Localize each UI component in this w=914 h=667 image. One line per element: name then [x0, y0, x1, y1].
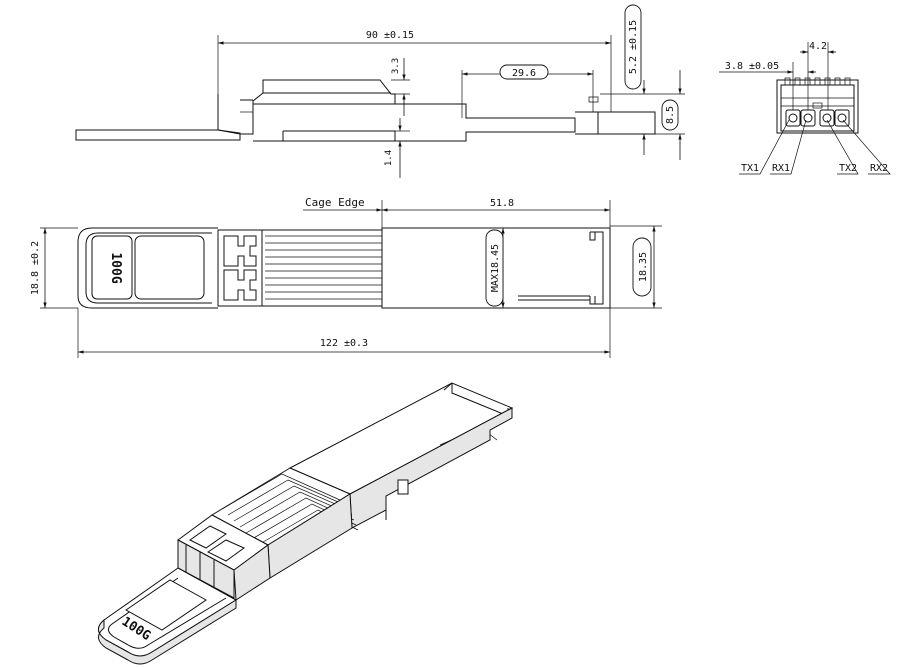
dim-pitch: 3.8 ±0.05 [725, 61, 779, 72]
dim-depth: 51.8 [490, 198, 514, 209]
port-label-tx1: TX1 [741, 163, 759, 174]
port-label-rx2: RX2 [870, 163, 888, 174]
port-label-rx1: RX1 [772, 163, 790, 174]
port-label-tx2: TX2 [839, 163, 857, 174]
end-view: 4.2 3.8 ±0.05 TX1 RX1 TX2 RX2 [719, 41, 891, 175]
dim-height: 8.5 [665, 106, 676, 124]
top-view: 100G Cage Edge [30, 196, 662, 358]
dim-total-length: 122 ±0.3 [320, 338, 368, 349]
dim-thickness: 5.2 ±0.15 [628, 20, 639, 74]
dim-top-gap: 3.3 [391, 58, 401, 74]
cage-edge-label: Cage Edge [305, 196, 365, 209]
dim-bottom-gap: 1.4 [384, 150, 394, 166]
dim-overall-length: 90 ±0.15 [366, 30, 414, 41]
dim-fiber-length: 29.6 [512, 68, 536, 79]
isometric-view: 100G [98, 382, 514, 665]
top-badge-label: 100G [108, 252, 123, 283]
side-view: 90 ±0.15 29.6 3.3 1.4 5.2 ±0.15 8.5 [75, 4, 685, 178]
dim-spacing: 4.2 [809, 41, 827, 52]
dim-inner-width: 18.35 [638, 252, 649, 282]
heatsink-fins [265, 235, 382, 300]
dim-width: 18.8 ±0.2 [30, 241, 41, 295]
dim-max-width: MAX18.45 [490, 244, 501, 292]
